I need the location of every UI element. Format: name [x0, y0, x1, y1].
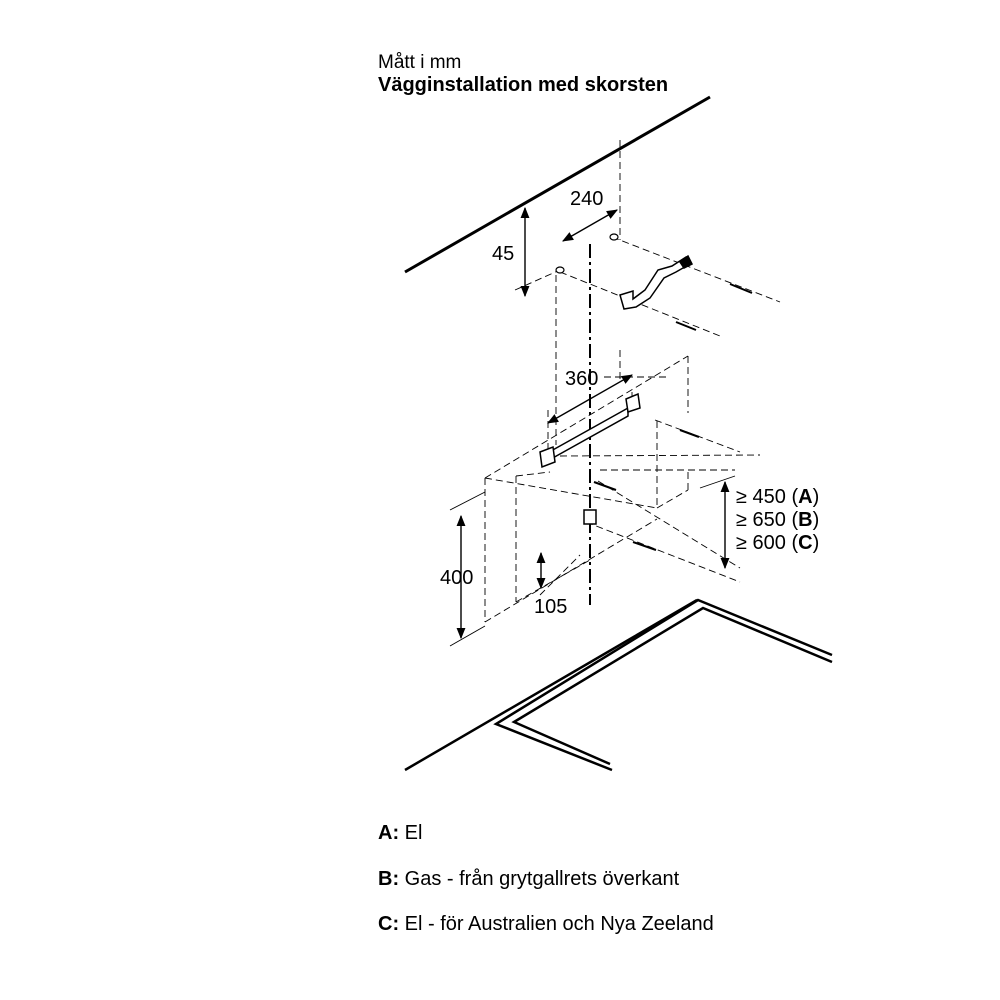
legend-item-c: C: El - för Australien och Nya Zeeland	[378, 913, 714, 935]
clearance-b: ≥ 650 (B)	[736, 509, 819, 531]
dim-400-ext-top	[449, 491, 486, 511]
ceiling-line	[404, 95, 711, 274]
clearance-c: ≥ 600 (C)	[736, 532, 819, 554]
clearance-labels: ≥ 450 (A) ≥ 650 (B) ≥ 600 (C)	[736, 486, 819, 554]
clearance-a: ≥ 450 (A)	[736, 486, 819, 508]
drill-holes	[555, 233, 619, 274]
screws	[593, 283, 753, 551]
diagram-title: Vägginstallation med skorsten	[378, 74, 669, 96]
legend-item-b: B: Gas - från grytgallrets överkant	[378, 868, 680, 890]
dim-400-label: 400	[440, 567, 473, 589]
counter-front-edge	[404, 598, 698, 772]
units-note: Mått i mm	[378, 52, 462, 73]
dim-clearance-ext	[699, 475, 736, 489]
construction-lines	[484, 140, 781, 623]
lower-bracket	[539, 392, 641, 469]
dim-360-line	[547, 374, 633, 424]
dim-240-label: 240	[570, 188, 603, 210]
dim-360-label: 360	[565, 368, 598, 390]
small-clip	[583, 509, 597, 525]
dim-400-ext-bottom	[449, 625, 486, 647]
dim-240-line	[562, 209, 618, 242]
legend-item-a: A: El	[378, 822, 423, 844]
dim-45-label: 45	[492, 243, 514, 265]
upper-bracket	[619, 254, 694, 310]
cooktop	[493, 598, 833, 772]
dim-105-label: 105	[534, 596, 567, 618]
